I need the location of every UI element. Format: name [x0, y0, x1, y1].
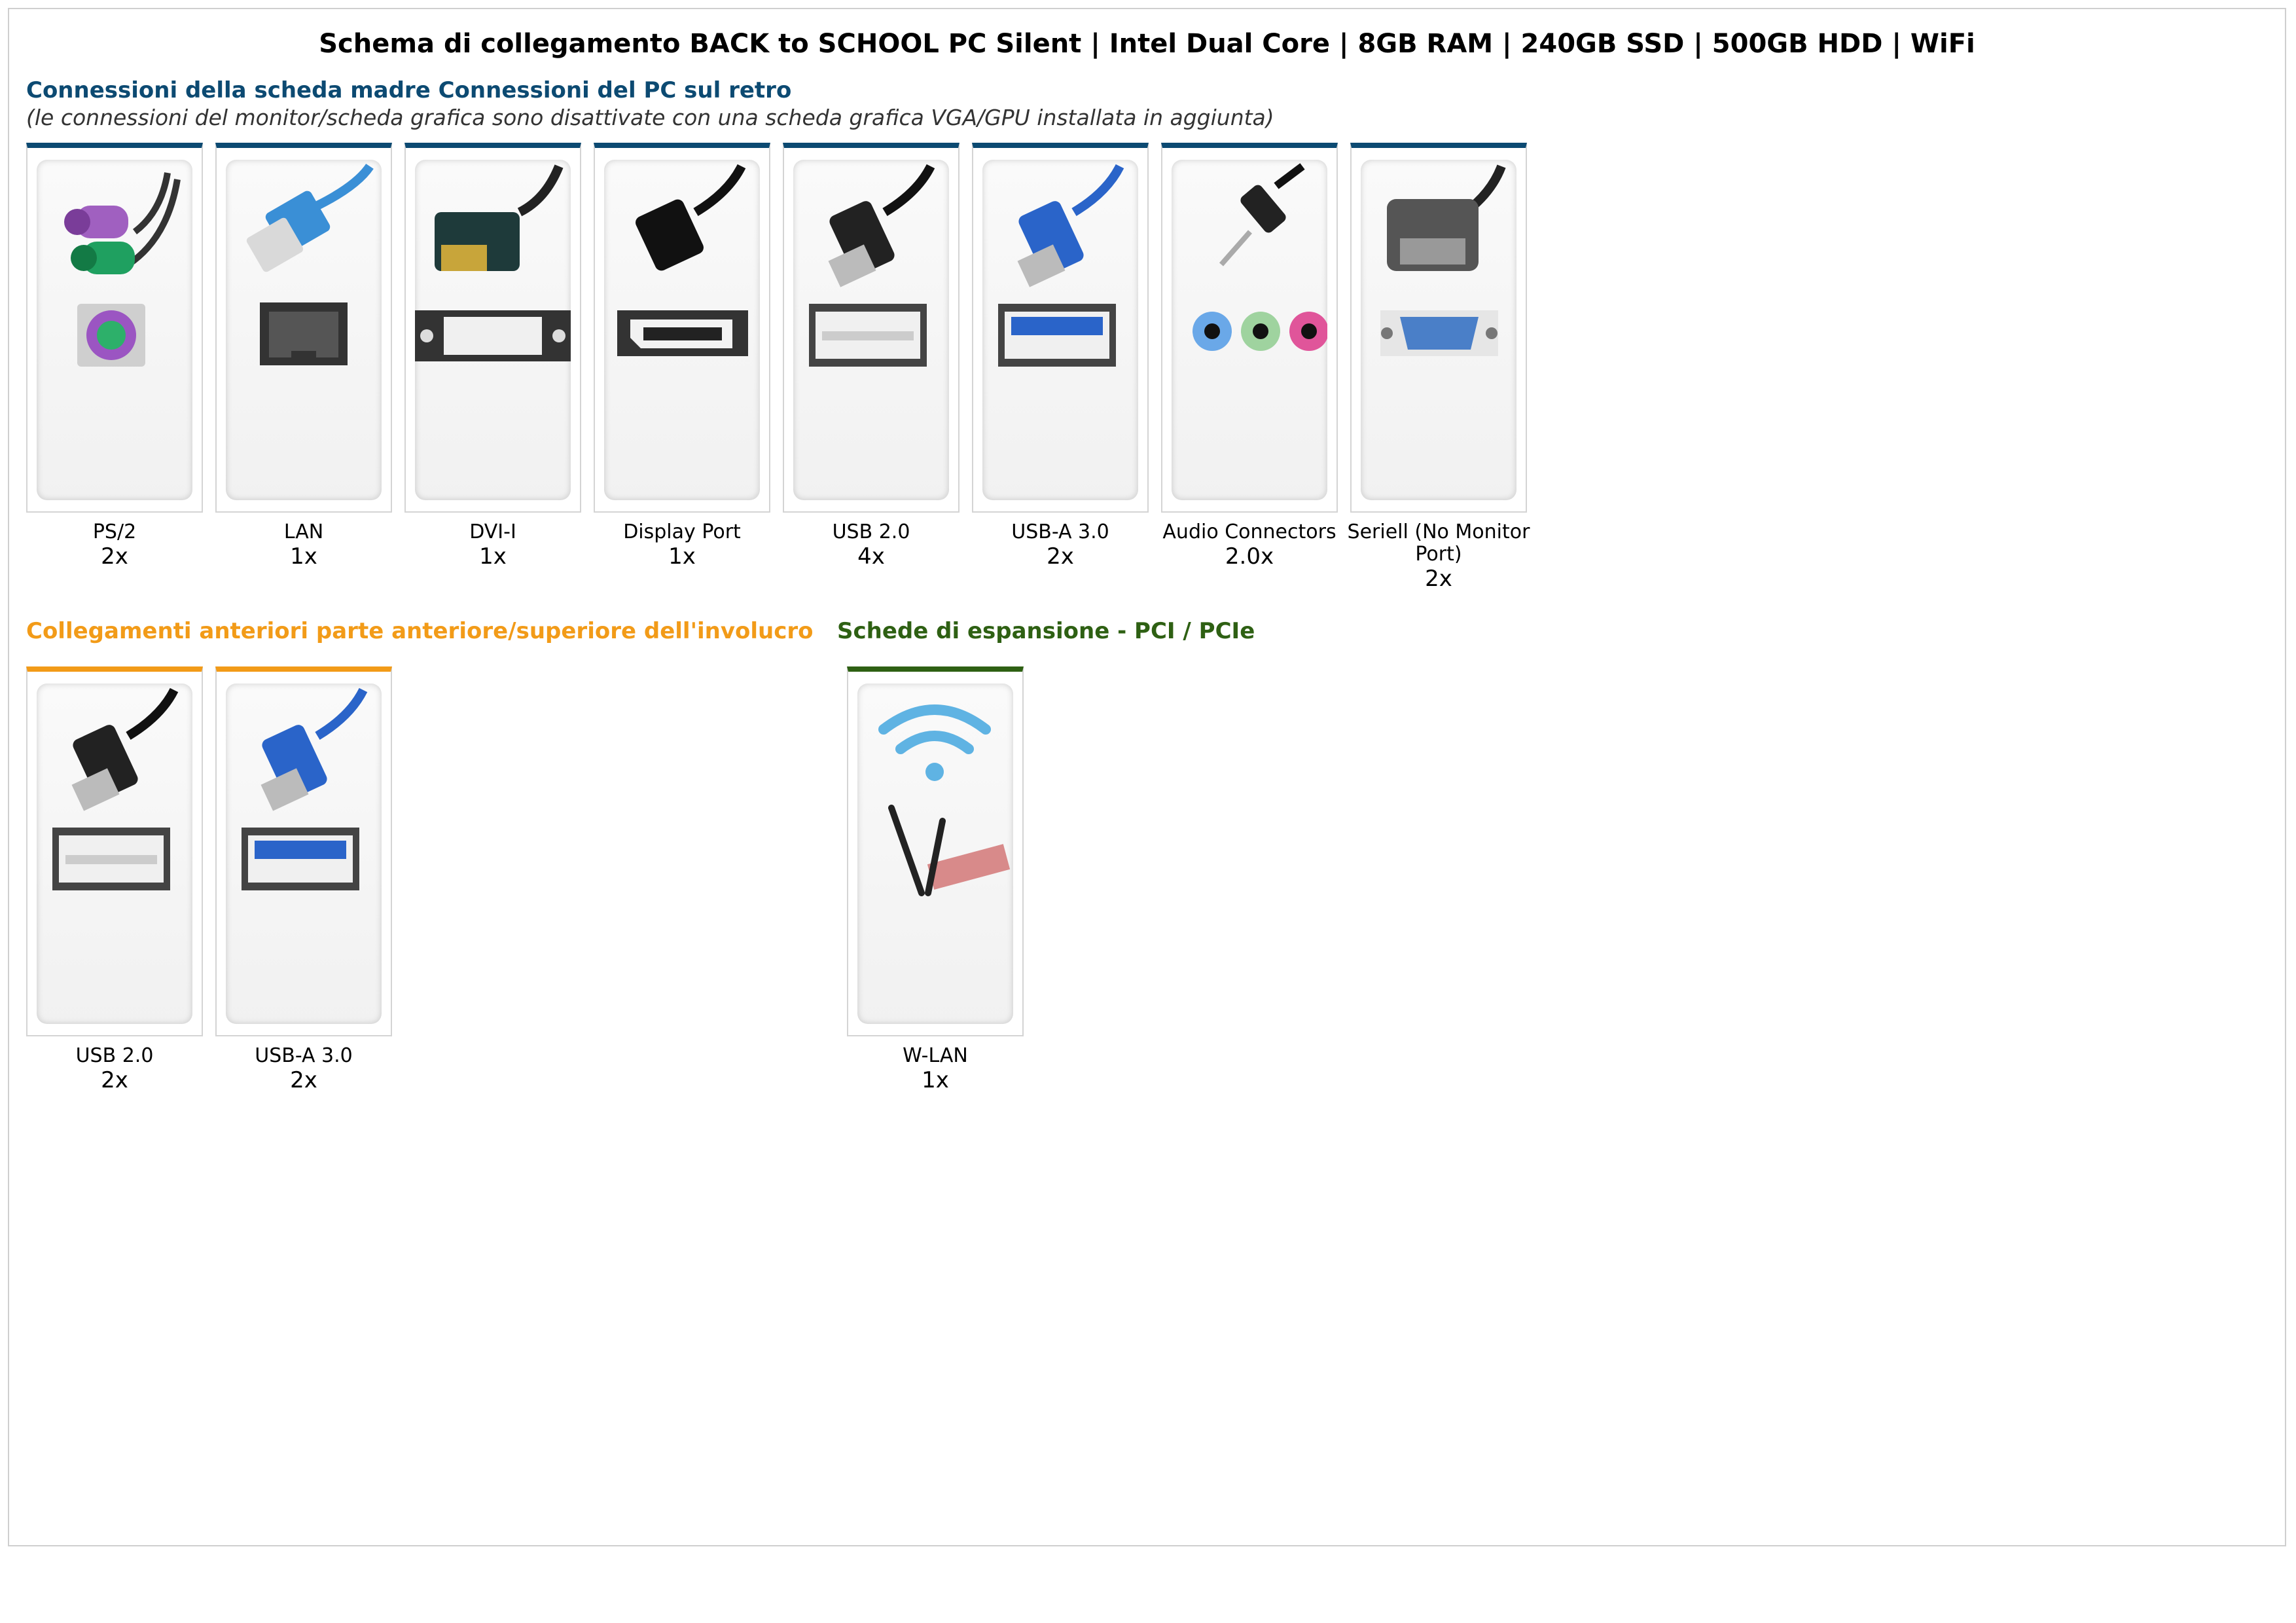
- serial-connector-icon: [1380, 164, 1506, 356]
- connector-count: 1x: [290, 543, 317, 570]
- usb3-connector-icon: [242, 687, 368, 890]
- connector-count: 1x: [668, 543, 696, 570]
- connector-count: 2x: [290, 1067, 317, 1093]
- connector-count: 2x: [101, 543, 128, 570]
- displayport-connector-icon: [617, 164, 748, 356]
- connector-count: 2x: [1425, 566, 1452, 592]
- connector-count: 2x: [101, 1067, 128, 1093]
- connector-label: W-LAN: [903, 1044, 968, 1067]
- section-subtitle-rear: (le connessioni del monitor/scheda grafi…: [26, 105, 1274, 130]
- usb3-connector-icon: [998, 164, 1124, 367]
- audio-connector-icon: [1193, 163, 1327, 351]
- lan-connector-icon: [246, 163, 374, 365]
- connector-count: 1x: [479, 543, 507, 570]
- connector-count: 1x: [922, 1067, 949, 1093]
- section-title-rear: Connessioni della scheda madre Connessio…: [26, 77, 792, 103]
- page-title: Schema di collegamento BACK to SCHOOL PC…: [319, 29, 1975, 59]
- connector-count: 2.0x: [1225, 543, 1274, 570]
- connector-label: DVI-I: [469, 520, 516, 543]
- connector-label: USB-A 3.0: [1011, 520, 1109, 543]
- connector-label: Seriell (No Monitor Port): [1347, 520, 1530, 566]
- dvi-connector-icon: [415, 164, 571, 361]
- ps2-connector-icon: [64, 172, 181, 367]
- wlan-card-icon: [878, 704, 1011, 896]
- document-sheet: Schema di collegamento BACK to SCHOOL PC…: [8, 8, 2286, 1546]
- connector-label: LAN: [283, 520, 324, 543]
- connector-label: Display Port: [623, 520, 741, 543]
- connector-count: 2x: [1047, 543, 1074, 570]
- connector-label: PS/2: [92, 520, 137, 543]
- section-title-expansion: Schede di espansione - PCI / PCIe: [837, 618, 1255, 644]
- connector-label: USB 2.0: [75, 1044, 154, 1067]
- usb2-connector-icon: [52, 687, 179, 890]
- connector-label: USB-A 3.0: [255, 1044, 353, 1067]
- connector-count: 4x: [857, 543, 885, 570]
- section-title-front: Collegamenti anteriori parte anteriore/s…: [26, 618, 814, 644]
- connector-label: Audio Connectors: [1162, 520, 1336, 543]
- usb2-connector-icon: [809, 164, 935, 367]
- connector-label: USB 2.0: [832, 520, 910, 543]
